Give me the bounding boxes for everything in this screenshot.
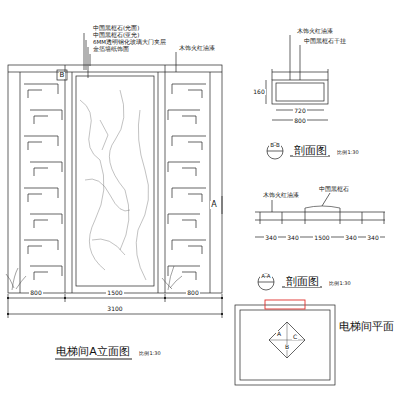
- fret-stroke: [182, 168, 196, 176]
- fret-stroke: [172, 84, 206, 94]
- door: [265, 300, 305, 309]
- fret-stroke: [24, 240, 58, 250]
- dimension: 3100: [106, 306, 123, 312]
- dimension: 340: [286, 235, 299, 241]
- view-title: 电梯间平面: [338, 321, 395, 332]
- plan-mark: A: [276, 331, 282, 337]
- fret-stroke: [168, 110, 200, 120]
- dimension: 1500: [106, 290, 123, 296]
- section-mark: B: [59, 72, 66, 79]
- plan-mark: B: [284, 344, 290, 350]
- fret-stroke: [168, 162, 200, 172]
- fret-stroke: [172, 188, 206, 198]
- marble-panel: [76, 76, 154, 286]
- view-title: 剖面图: [293, 145, 328, 156]
- dimension: 340: [366, 235, 379, 241]
- fret-stroke: [24, 84, 58, 94]
- fret-stroke: [24, 136, 58, 146]
- dimension: 1500: [313, 235, 330, 241]
- callout-text: 木饰火红油漆: [296, 29, 334, 35]
- fret-stroke: [28, 246, 42, 254]
- dimension: 340: [264, 235, 277, 241]
- fret-stroke: [28, 142, 42, 150]
- fret-stroke: [34, 220, 48, 228]
- section-mark: A-A: [260, 274, 271, 280]
- scale-note: 比例1:30: [138, 351, 161, 356]
- dimension: 720: [293, 108, 306, 114]
- callout-text: 6MM透明钢化玻璃大门夹层: [92, 40, 167, 46]
- fret-stroke: [28, 90, 42, 98]
- fret-stroke: [172, 136, 206, 146]
- fret-stroke: [188, 90, 202, 98]
- fret-stroke: [168, 266, 200, 276]
- view-title: 电梯间A立面图: [55, 346, 131, 357]
- dimension: 800: [29, 290, 42, 296]
- callout-text: 木饰火红油漆: [262, 193, 300, 199]
- callout-text: 中国黑框石(光面): [92, 26, 140, 32]
- fret-stroke: [188, 194, 202, 202]
- fret-stroke: [188, 142, 202, 150]
- marble-veins: [80, 90, 149, 280]
- dimension: 340: [344, 235, 357, 241]
- callout-text: 金箔墙纸饰面: [92, 47, 130, 53]
- fret-stroke: [28, 194, 42, 202]
- view-title: 剖面图: [285, 276, 320, 287]
- fret-stroke: [24, 188, 58, 198]
- fret-stroke: [30, 214, 62, 224]
- fret-stroke: [30, 162, 62, 172]
- fret-stroke: [188, 246, 202, 254]
- section-mark: B-B: [269, 143, 280, 149]
- callout-text: 中国黑框石(亚光): [92, 33, 140, 39]
- fret-pattern: [24, 84, 206, 280]
- dimension: 800: [293, 118, 306, 124]
- callout-text: 木饰火红油漆: [178, 46, 216, 52]
- fret-stroke: [34, 272, 48, 280]
- callout-text: 中国黑框石: [318, 187, 350, 193]
- fret-stroke: [182, 272, 196, 280]
- callout-text: 中国黑框石干挂: [303, 39, 347, 45]
- section-mark: A: [210, 201, 217, 209]
- fret-stroke: [30, 266, 62, 276]
- fret-stroke: [182, 116, 196, 124]
- fret-stroke: [172, 240, 206, 250]
- dimension: 160: [252, 89, 265, 95]
- dim-ticks: [7, 297, 223, 315]
- elevation-frame: [8, 65, 222, 293]
- scale-note: 比例1:30: [328, 281, 351, 286]
- fret-stroke: [30, 110, 62, 120]
- fret-stroke: [34, 168, 48, 176]
- scale-note: 比例1:30: [336, 150, 359, 155]
- plan-mark: C: [292, 334, 298, 340]
- fret-stroke: [34, 116, 48, 124]
- dimension: 800: [186, 290, 199, 296]
- fret-stroke: [168, 214, 200, 224]
- fret-stroke: [182, 220, 196, 228]
